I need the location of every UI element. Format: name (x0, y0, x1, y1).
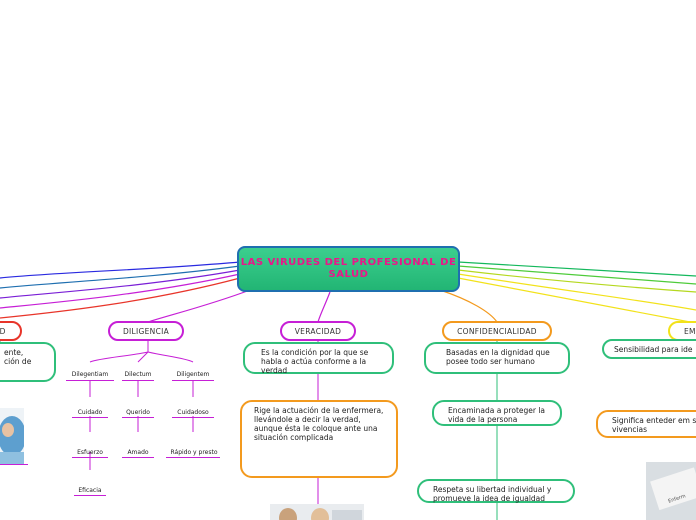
nurse-image-icon (0, 408, 24, 464)
diligencia-leaf-eficacia[interactable]: Eficacia (78, 487, 102, 494)
leaf-underline (172, 417, 214, 418)
veracidad-bubble-2-text: Rige la actuación de la enfermera, llevá… (254, 406, 384, 442)
veracidad-bubble-1[interactable]: Es la condición por la que se habla o ac… (243, 342, 394, 375)
diligencia-leaf-esfuerzo[interactable]: Esfuerzo (77, 449, 103, 456)
left-photo (0, 408, 24, 464)
veracidad-bubble-2[interactable]: Rige la actuación de la enfermera, llevá… (240, 400, 398, 478)
leaf-underline (166, 457, 220, 458)
branch-left-cut-label: AD (0, 326, 6, 336)
leaf-underline (122, 380, 154, 381)
confidencialidad-bubble-3[interactable]: Respeta su libertad individual y promuev… (417, 479, 575, 503)
branch-confidencialidad-label: CONFIDENCIALIDAD (457, 326, 537, 336)
empatia-bubble-1[interactable]: Sensibilidad para ide (602, 339, 696, 359)
veracidad-photo (270, 504, 364, 520)
diligencia-leaf-dilegentiam[interactable]: Dilegentiam (71, 371, 109, 378)
diligencia-leaf-diligentem[interactable]: Diligentem (176, 371, 210, 378)
diligencia-leaf-cuidado[interactable]: Cuidado (77, 409, 103, 416)
empatia-bubble-2[interactable]: Significa enteder em sus vivencias (596, 410, 696, 438)
left-photo-underline (0, 464, 28, 465)
leaf-underline (72, 457, 108, 458)
branch-diligencia-label: DILIGENCIA (122, 326, 170, 336)
leaf-underline (122, 417, 154, 418)
confidencialidad-bubble-2-text: Encaminada a proteger la vida de la pers… (448, 406, 546, 424)
confidencialidad-bubble-3-text: Respeta su libertad individual y promuev… (433, 485, 552, 503)
branch-veracidad[interactable]: VERACIDAD (280, 321, 356, 341)
left-bubble-line-1: ente, (4, 348, 24, 357)
left-bubble-line-2: ción de (4, 357, 32, 366)
leaf-underline (66, 380, 114, 381)
root-topic[interactable]: LAS VIRUDES DEL PROFESIONAL DE SALUD (237, 246, 460, 292)
bandage-image-icon (646, 462, 696, 520)
branch-left-cut[interactable]: AD (0, 321, 22, 341)
root-title: LAS VIRUDES DEL PROFESIONAL DE SALUD (240, 257, 457, 280)
branch-empatia-label: EMP (684, 326, 696, 336)
diligencia-leaf-querido[interactable]: Querido (126, 409, 150, 416)
empatia-photo: Enferm (646, 462, 696, 520)
branch-veracidad-label: VERACIDAD (294, 326, 342, 336)
veracidad-bubble-1-text: Es la condición por la que se habla o ac… (261, 348, 369, 375)
empatia-bubble-1-text: Sensibilidad para ide (614, 345, 693, 354)
leaf-underline (72, 417, 108, 418)
leaf-underline (172, 380, 214, 381)
empatia-bubble-2-text: Significa enteder em sus vivencias (612, 416, 696, 434)
confidencialidad-bubble-1[interactable]: Basadas en la dignidad que posee todo se… (424, 342, 570, 374)
leaf-underline (74, 495, 106, 496)
branch-confidencialidad[interactable]: CONFIDENCIALIDAD (442, 321, 552, 341)
nurses-image-icon (270, 504, 364, 520)
diligencia-leaf-amado[interactable]: Amado (127, 449, 149, 456)
confidencialidad-bubble-1-text: Basadas en la dignidad que posee todo se… (446, 348, 550, 366)
diligencia-leaf-cuidadoso[interactable]: Cuidadoso (177, 409, 209, 416)
diligencia-leaf-dilectum[interactable]: Dilectum (124, 371, 152, 378)
left-bubble[interactable]: ente, ción de (0, 342, 56, 382)
leaf-underline (122, 457, 154, 458)
branch-diligencia[interactable]: DILIGENCIA (108, 321, 184, 341)
diligencia-leaf-rapido-y-presto[interactable]: Rápido y presto (170, 449, 218, 456)
branch-empatia[interactable]: EMP (668, 321, 696, 341)
confidencialidad-bubble-2[interactable]: Encaminada a proteger la vida de la pers… (432, 400, 562, 426)
